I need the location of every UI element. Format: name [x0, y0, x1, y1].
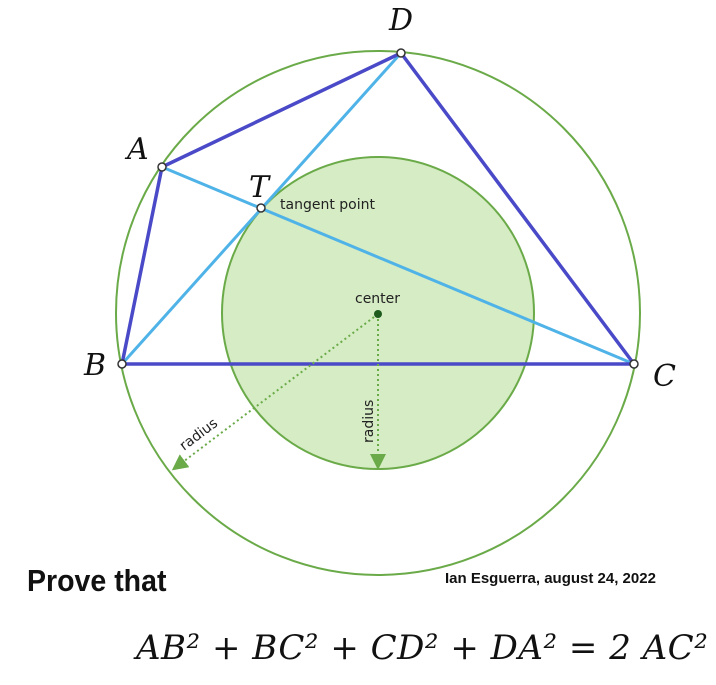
author-credit: Ian Esguerra, august 24, 2022 [445, 570, 656, 587]
label-c: C [653, 359, 676, 394]
formula: AB² + BC² + CD² + DA² = 2 AC² [136, 628, 709, 668]
diagonal-ac [161, 165, 635, 366]
label-b: B [83, 348, 106, 383]
outer-circle [115, 50, 641, 576]
center-point [374, 310, 382, 318]
point-a [157, 162, 167, 172]
prove-that-heading: Prove that [27, 563, 167, 598]
center-label: center [355, 291, 400, 307]
point-t [256, 203, 266, 213]
label-a: A [124, 132, 149, 167]
point-d [396, 48, 406, 58]
point-b [117, 359, 127, 369]
label-d: D [388, 3, 413, 38]
radius-label-outer: radius [177, 415, 221, 454]
label-t: T [249, 170, 271, 205]
tangent-point-label: tangent point [280, 197, 375, 213]
point-c [629, 359, 639, 369]
radius-label-inner: radius [361, 400, 377, 443]
